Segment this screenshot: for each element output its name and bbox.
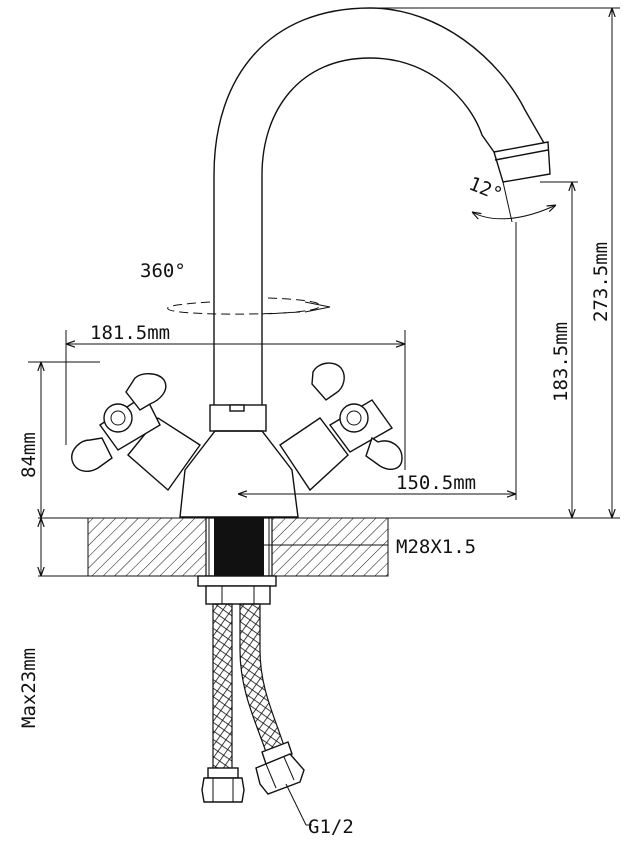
dimension-spout-reach: 150.5mm	[238, 222, 517, 500]
dimension-base-height: 84mm	[18, 361, 100, 518]
hose-thread-label: G1/2	[308, 816, 354, 838]
right-hose	[239, 603, 305, 795]
threaded-shank	[214, 518, 264, 576]
countertop-section	[38, 517, 620, 577]
total-height-label: 273.5mm	[590, 242, 612, 322]
left-cross-handle	[71, 373, 167, 472]
right-cross-handle	[311, 362, 403, 470]
mounting-nut	[197, 575, 277, 605]
spout-reach-label: 150.5mm	[396, 472, 476, 494]
spout	[213, 7, 551, 405]
spout-angle-label: 12°	[466, 173, 506, 206]
thread-label: M28X1.5	[396, 536, 476, 558]
dimension-max-thickness: Max23mm	[18, 518, 41, 728]
hose-thread-annotation: G1/2	[285, 783, 354, 838]
dimension-total-height: 273.5mm	[370, 7, 620, 518]
right-valve-body	[279, 417, 349, 492]
dimension-spout-height: 183.5mm	[540, 181, 578, 518]
aerator-nozzle	[493, 141, 551, 183]
rotation-annotation: 360°	[140, 260, 331, 315]
faucet-body	[127, 404, 349, 518]
max-thickness-label: Max23mm	[18, 648, 40, 728]
rotation-label: 360°	[140, 260, 186, 282]
base-height-label: 84mm	[18, 432, 40, 478]
dimension-handle-width: 181.5mm	[65, 322, 406, 470]
handle-width-label: 181.5mm	[90, 322, 170, 344]
left-hose	[201, 603, 245, 803]
spout-height-label: 183.5mm	[550, 322, 572, 402]
